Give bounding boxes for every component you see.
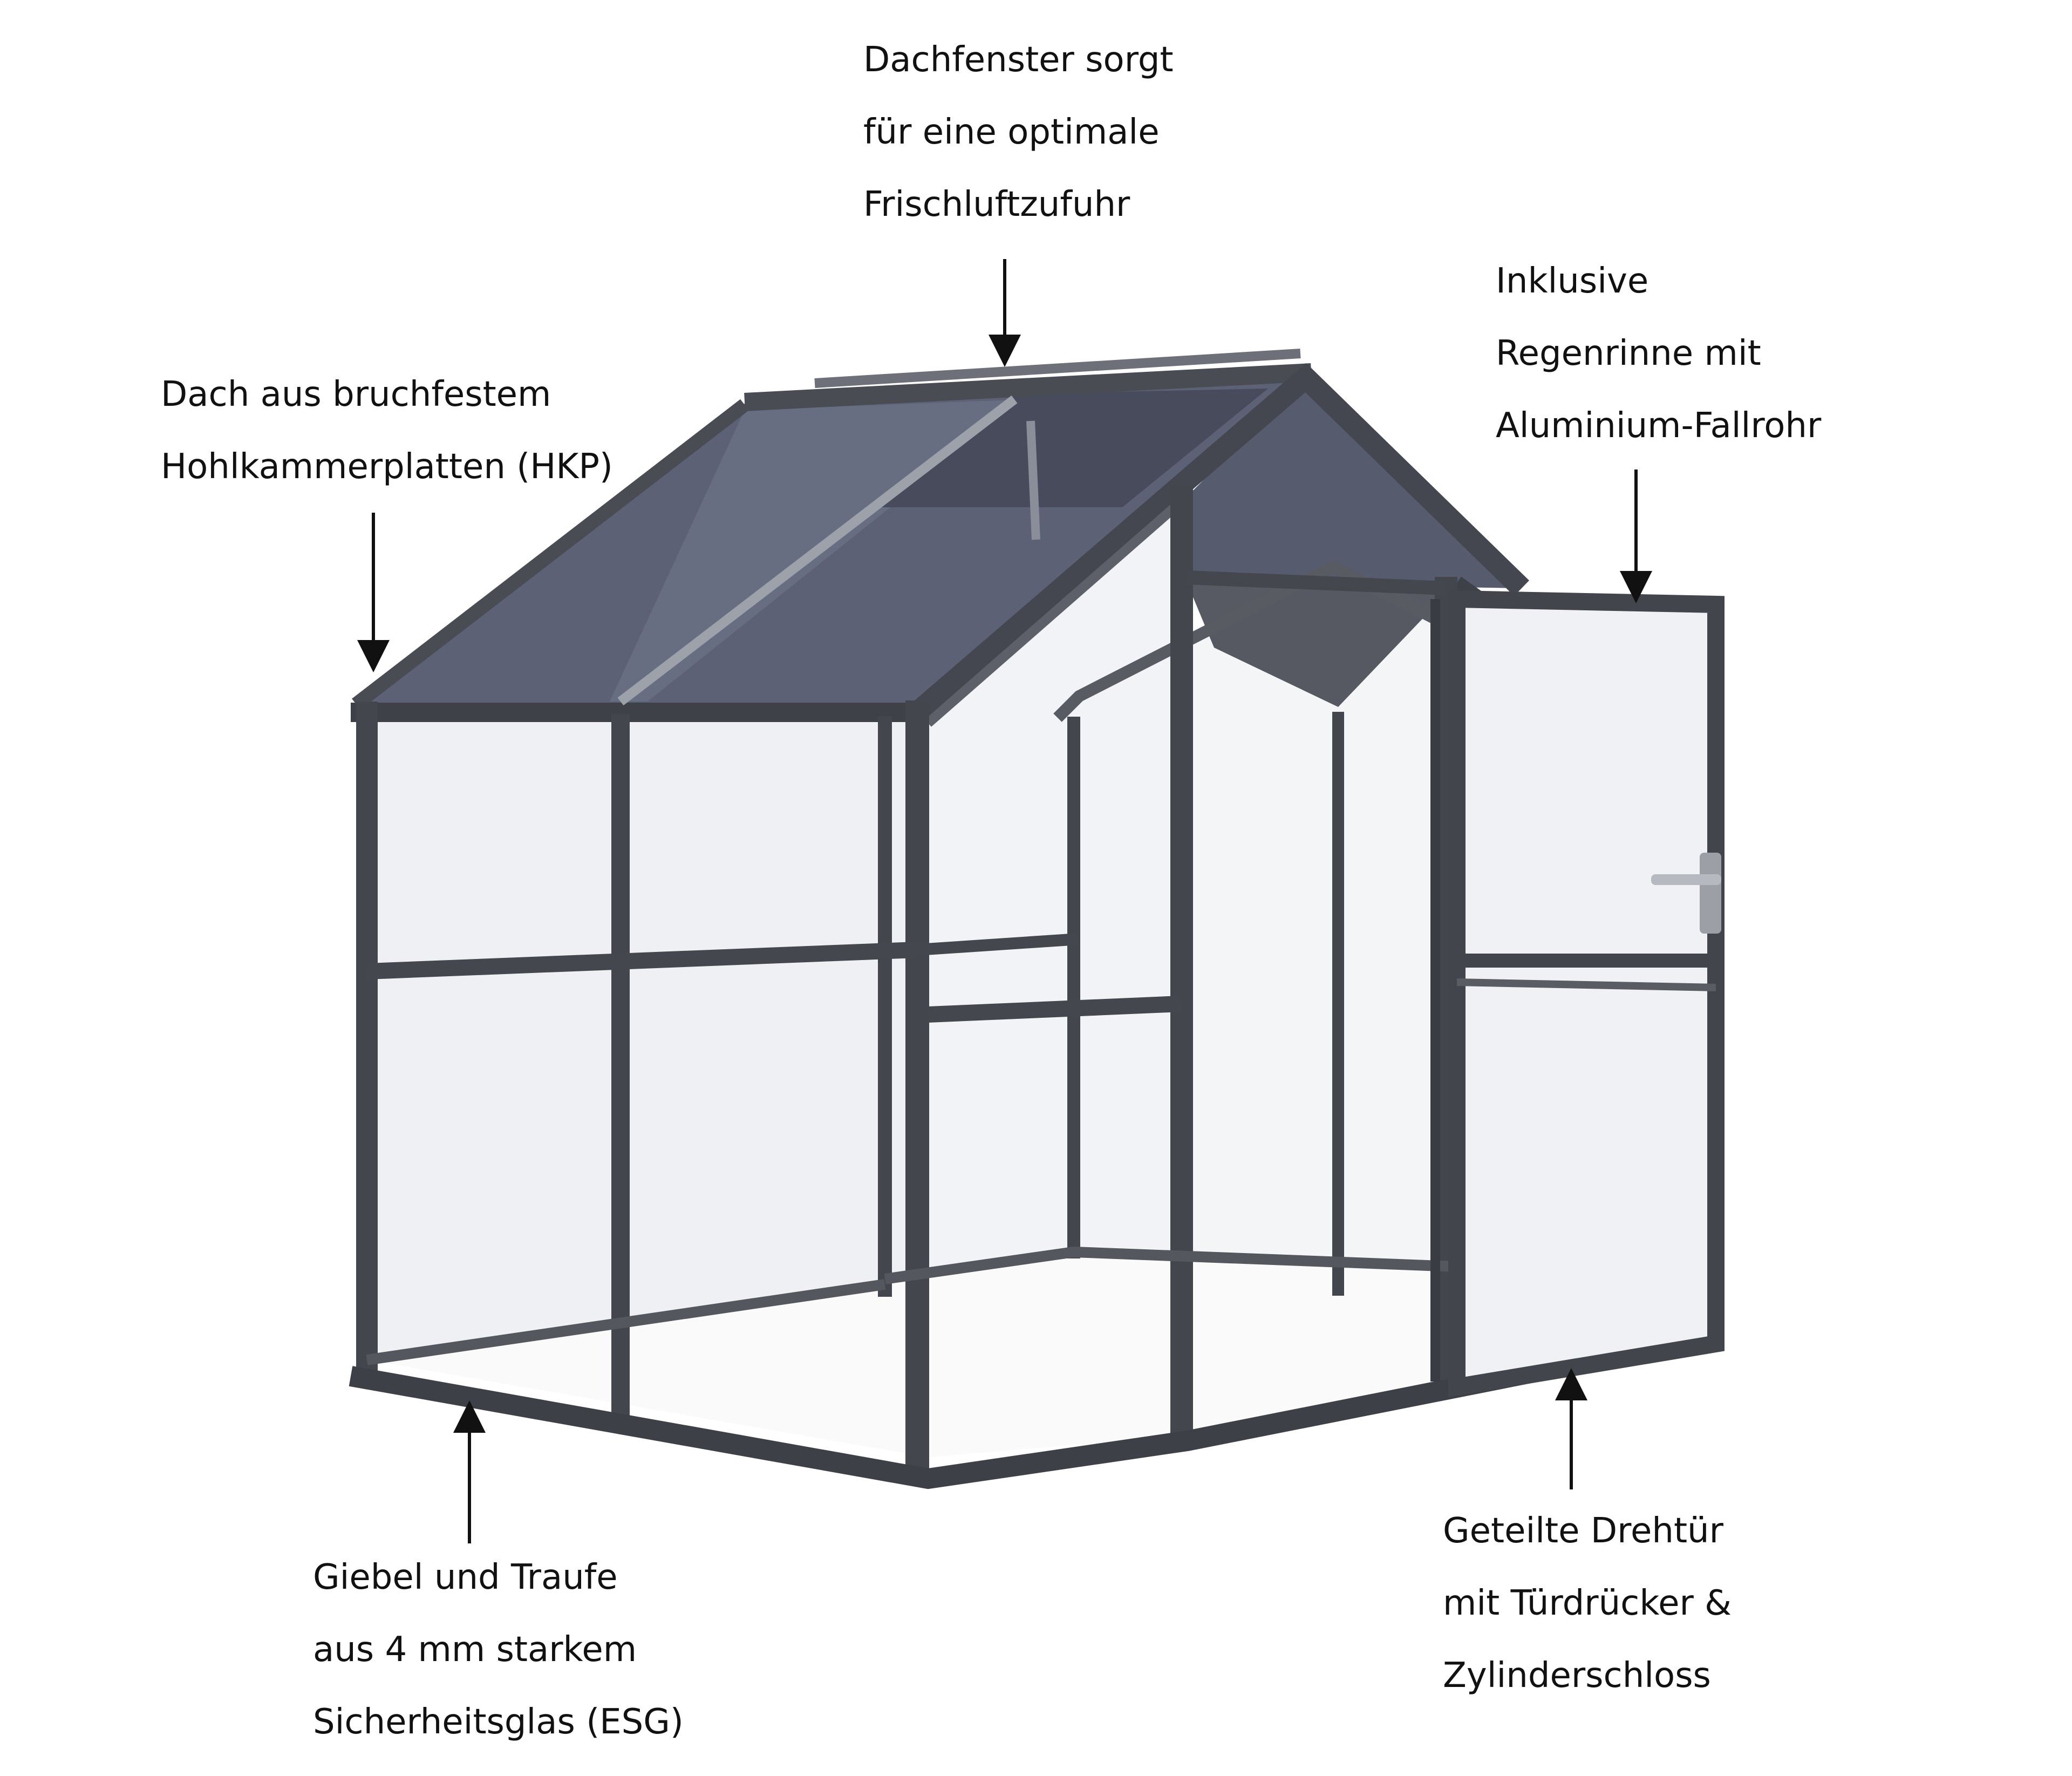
label-line: Frischluftzufuhr xyxy=(863,185,1130,224)
roof-panel-right xyxy=(1187,378,1522,588)
label-line: Dach aus bruchfestem xyxy=(161,375,551,414)
roof-window-strut xyxy=(1026,420,1040,540)
label-roof-window: Dachfenster sorgt für eine optimale Fris… xyxy=(863,24,1174,241)
door-handle xyxy=(1700,853,1721,934)
left-side-glass xyxy=(367,712,917,1452)
label-line: Hohlkammerplatten (HKP) xyxy=(161,447,613,487)
label-line: Aluminium-Fallrohr xyxy=(1496,406,1822,446)
label-line: für eine optimale xyxy=(863,112,1160,152)
label-glass: Giebel und Traufe aus 4 mm starkem Siche… xyxy=(313,1541,684,1758)
label-line: Geteilte Drehtür xyxy=(1443,1511,1723,1551)
front-gable-glass xyxy=(917,496,1187,1457)
inner-roof-shadow xyxy=(1187,583,1457,707)
label-door: Geteilte Drehtür mit Türdrücker & Zylind… xyxy=(1443,1495,1732,1712)
label-gutter: Inklusive Regenrinne mit Aluminium-Fallr… xyxy=(1496,245,1821,462)
front-gable-frame xyxy=(910,363,1529,721)
base-frame xyxy=(349,1328,1707,1489)
roof-bar-2 xyxy=(352,399,749,710)
label-line: Giebel und Traufe xyxy=(313,1557,618,1597)
label-line: Inklusive xyxy=(1496,261,1649,301)
label-line: aus 4 mm starkem xyxy=(313,1630,637,1670)
label-line: Regenrinne mit xyxy=(1496,334,1761,373)
roof-bar-1 xyxy=(617,395,1018,706)
open-door xyxy=(1448,590,1725,1397)
door-lever xyxy=(1651,874,1721,885)
roof-window-pane xyxy=(874,389,1268,507)
base-left-side xyxy=(366,1279,886,1365)
floor-area xyxy=(367,1252,1705,1457)
frame-rails xyxy=(366,570,1447,1023)
label-line: Zylinderschloss xyxy=(1443,1656,1711,1696)
label-line: Dachfenster sorgt xyxy=(863,40,1174,80)
front-gable-inner xyxy=(925,493,1190,727)
label-roof: Dach aus bruchfestem Hohlkammerplatten (… xyxy=(161,358,613,503)
label-line: mit Türdrücker & xyxy=(1443,1583,1732,1623)
label-line: Sicherheitsglas (ESG) xyxy=(313,1702,684,1742)
ridge-cap xyxy=(814,349,1301,388)
ridge-beam xyxy=(744,363,1312,411)
